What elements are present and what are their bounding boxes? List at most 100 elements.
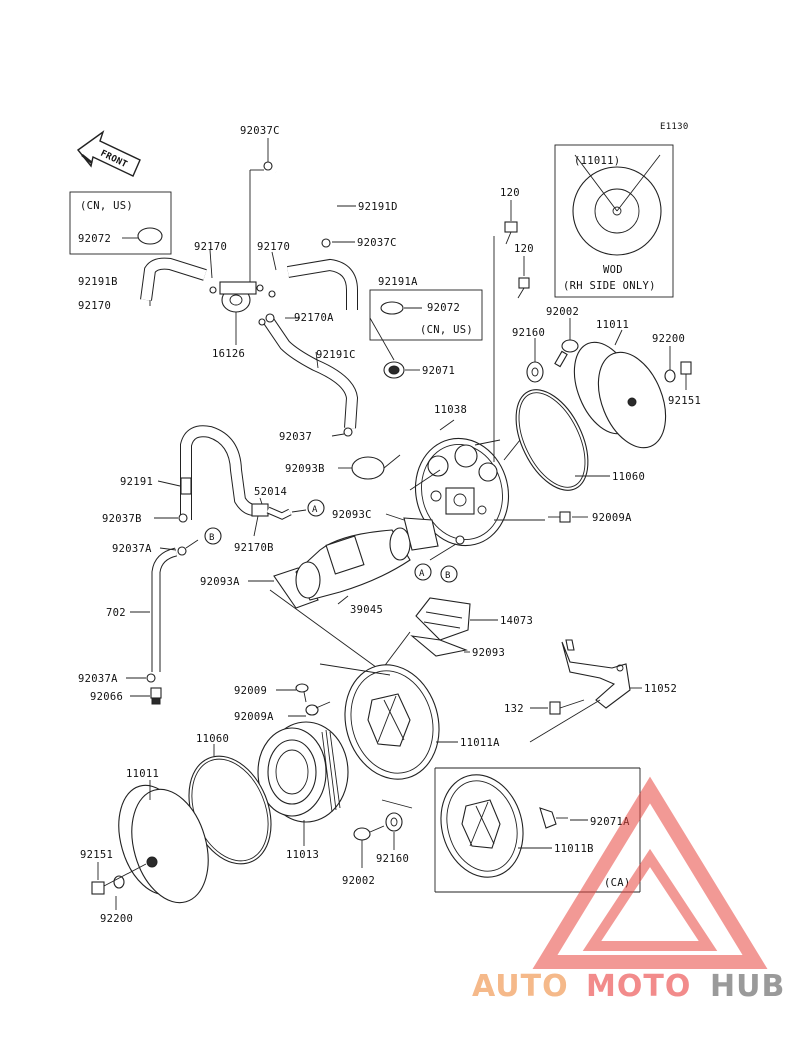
part-label-11011-top: 11011 (596, 319, 629, 331)
clamp-92037 (343, 427, 353, 437)
cn-us-box-right (369, 289, 483, 341)
fitting-92071a (539, 807, 568, 829)
part-label-92037a-low: 92037A (78, 673, 118, 685)
hose-92191a (287, 258, 358, 310)
part-label-92160-top: 92160 (512, 327, 545, 339)
cn-us-note-right: (CN, US) (420, 324, 473, 336)
part-label-92072-box: 92072 (78, 233, 111, 245)
tube-702 (151, 547, 178, 672)
watermark-auto: AUTO (472, 969, 569, 1004)
washer-92200-top (664, 369, 676, 383)
inset-wod-label: WOD (603, 264, 623, 276)
part-label-92037b: 92037B (102, 513, 142, 525)
part-label-92002-top: 92002 (546, 306, 579, 318)
bolt-92151-low (91, 881, 105, 895)
part-label-92170b: 92170B (234, 542, 274, 554)
inset-ref-label: (11011) (574, 155, 620, 167)
washer-92160-top (526, 361, 544, 383)
part-label-92170-b: 92170 (257, 241, 290, 253)
bolt-132 (549, 699, 585, 715)
part-label-92191b: 92191B (78, 276, 118, 288)
grommet-92071 (383, 361, 405, 379)
part-label-120-a: 120 (500, 187, 520, 199)
gasket-92093c (403, 517, 439, 551)
callout-a-2-text: A (419, 569, 425, 579)
part-label-92151-left: 92151 (80, 849, 113, 861)
callout-b-2 (440, 565, 458, 583)
part-label-39045: 39045 (350, 604, 383, 616)
bracket-11052 (561, 639, 631, 709)
gasket-92093b (351, 456, 385, 480)
part-label-92200-low: 92200 (100, 913, 133, 925)
part-label-120-b: 120 (514, 243, 534, 255)
cover-11011-wod (572, 154, 662, 256)
bolt-120-b (517, 277, 530, 299)
bolt-92002-top (554, 339, 579, 368)
fitting-92066 (150, 687, 162, 705)
part-label-92170-a: 92170 (194, 241, 227, 253)
ca-note: (CA) (604, 877, 631, 889)
part-label-92191a: 92191A (378, 276, 418, 288)
part-label-92093a: 92093A (200, 576, 240, 588)
duct-39045 (295, 527, 411, 601)
callout-b-2-text: B (445, 571, 451, 581)
part-label-92066: 92066 (90, 691, 123, 703)
part-label-702: 702 (106, 607, 126, 619)
clamp-92037b (178, 513, 188, 523)
bolt-92009a-top (548, 511, 571, 523)
watermark-moto: MOTO (586, 969, 691, 1004)
callout-b-1 (204, 527, 222, 545)
part-label-92170a: 92170A (294, 312, 334, 324)
hose-92191b (140, 257, 207, 301)
callout-a-1-text: A (312, 505, 318, 515)
part-label-92093: 92093 (472, 647, 505, 659)
fitting-52014 (251, 503, 292, 520)
bolt-92151-top (680, 361, 692, 375)
part-label-92009: 92009 (234, 685, 267, 697)
part-label-92037c-top: 92037C (240, 125, 280, 137)
part-label-92170-left: 92170 (78, 300, 111, 312)
part-label-52014: 52014 (254, 486, 287, 498)
clamp-92037c-top (263, 161, 273, 171)
part-label-92200-top: 92200 (652, 333, 685, 345)
part-label-92093c: 92093C (332, 509, 372, 521)
filter-11013 (257, 721, 349, 823)
inset-box-wod (554, 144, 674, 298)
part-label-11060-right: 11060 (612, 471, 645, 483)
diagram-id: E1130 (660, 122, 689, 132)
part-label-92191: 92191 (120, 476, 153, 488)
part-label-92191d: 92191D (358, 201, 398, 213)
clamp-92072-left (137, 227, 163, 245)
bolt-92009a-low (305, 701, 331, 716)
cn-us-note-left: (CN, US) (80, 200, 133, 212)
tube-92191 (180, 425, 256, 520)
part-label-92072-right: 92072 (427, 302, 460, 314)
part-label-92160-low: 92160 (376, 853, 409, 865)
seal-11060-right (515, 389, 589, 491)
separator-16126 (209, 281, 276, 313)
part-label-11038: 11038 (434, 404, 467, 416)
front-arrow-icon (76, 130, 141, 177)
inset-rh-label: (RH SIDE ONLY) (563, 280, 656, 292)
part-label-16126: 16126 (212, 348, 245, 360)
part-label-11052: 11052 (644, 683, 677, 695)
part-label-92151-top: 92151 (668, 395, 701, 407)
clamp-92037c-right (321, 238, 331, 248)
part-label-11011b: 11011B (554, 843, 594, 855)
hose-92191d (275, 169, 335, 241)
part-label-92037c-right: 92037C (357, 237, 397, 249)
part-label-92037a: 92037A (112, 543, 152, 555)
cn-us-box-left (69, 191, 172, 255)
watermark-hub: HUB (710, 969, 785, 1004)
part-label-92071a: 92071A (590, 816, 630, 828)
part-label-92009a-top: 92009A (592, 512, 632, 524)
part-label-11011-left: 11011 (126, 768, 159, 780)
clamp-92072-right (380, 301, 404, 315)
bolt-92002-low (353, 825, 385, 841)
callout-b-1-text: B (209, 533, 215, 543)
cover-11011-left (118, 784, 209, 904)
part-label-92093b: 92093B (285, 463, 325, 475)
washer-92160-low (385, 812, 403, 832)
part-label-92071: 92071 (422, 365, 455, 377)
